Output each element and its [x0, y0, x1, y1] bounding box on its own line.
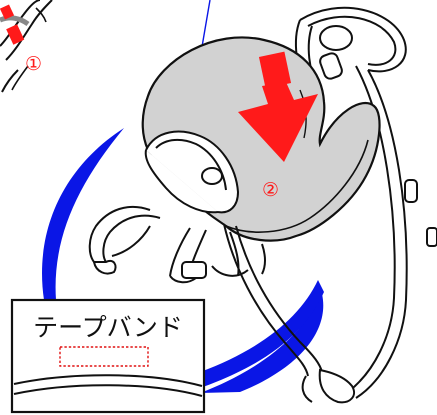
step-2-marker: ② — [262, 179, 279, 201]
callout-title: テープバンド — [33, 313, 183, 342]
detail-view-left — [0, 0, 52, 92]
step-1-marker: ① — [25, 53, 42, 75]
